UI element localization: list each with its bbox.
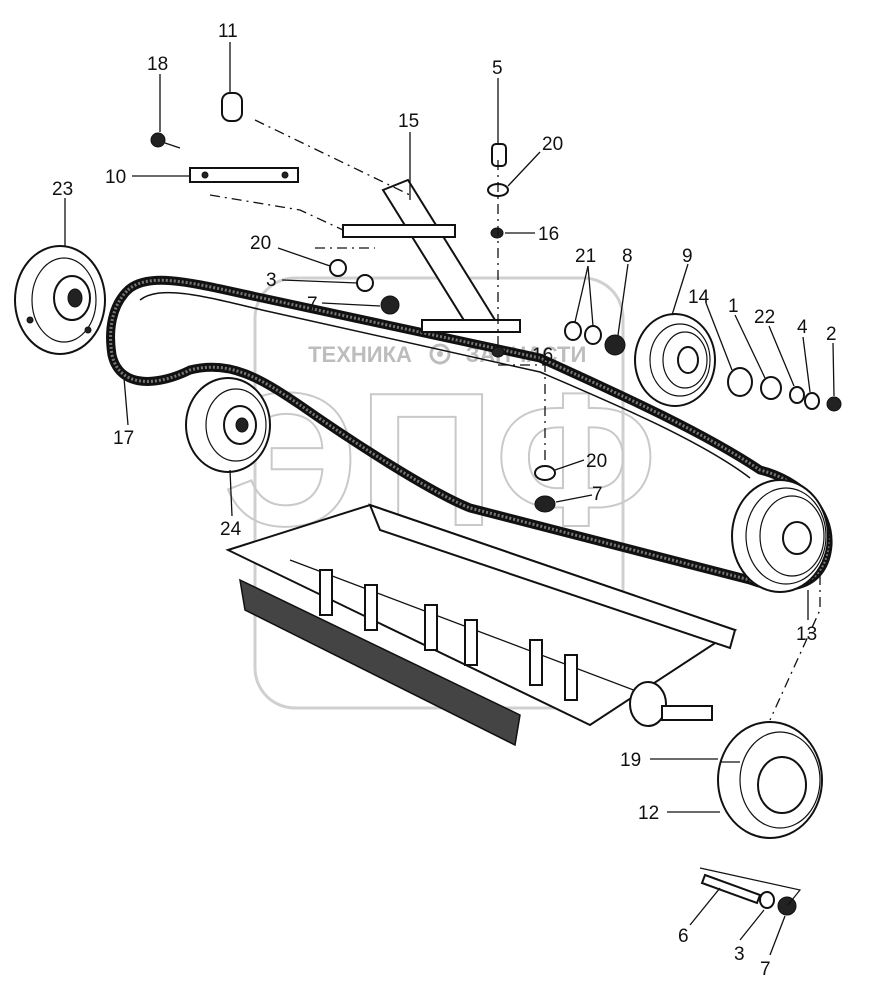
- callout-20-mid: 20: [586, 451, 607, 472]
- callout-14: 14: [688, 287, 710, 308]
- callout-12: 12: [638, 803, 659, 824]
- gear-icon: [429, 343, 451, 365]
- pulley-9: [634, 313, 716, 407]
- callout-22: 22: [754, 307, 775, 328]
- callout-19: 19: [620, 750, 641, 771]
- callout-16-top: 16: [538, 224, 559, 245]
- assembly-lines: [209, 119, 821, 721]
- callout-9: 9: [682, 246, 693, 267]
- leader-lines: [64, 42, 835, 956]
- callout-21: 21: [575, 246, 596, 267]
- callout-20-top: 20: [542, 134, 563, 155]
- callout-2: 2: [826, 324, 837, 345]
- callout-11: 11: [218, 21, 238, 42]
- flange-pulley-23: [14, 245, 106, 355]
- callout-17: 17: [113, 428, 134, 449]
- callout-20-left: 20: [250, 233, 271, 254]
- idler-pulley-24: [185, 377, 271, 473]
- callout-6: 6: [678, 926, 689, 947]
- callout-3-bottom: 3: [734, 944, 745, 965]
- pulley-12: [717, 721, 823, 839]
- watermark-caption-left: ТЕХНИКА: [308, 342, 412, 367]
- callout-18: 18: [147, 54, 168, 75]
- callout-5: 5: [492, 58, 503, 79]
- callout-24: 24: [220, 519, 242, 540]
- callout-15: 15: [398, 111, 419, 132]
- rotor-assembly: [225, 503, 738, 747]
- callouts: 11 18 10 23 15 5 20 16 20 3 7 21 8 9 14 …: [52, 21, 837, 980]
- callout-8: 8: [622, 246, 633, 267]
- callout-4: 4: [797, 317, 808, 338]
- rotor-knives: [319, 569, 578, 701]
- plate-10: [189, 167, 299, 183]
- bottom-hardware: [699, 867, 802, 916]
- bearing-set: [727, 367, 842, 412]
- callout-3-top: 3: [266, 270, 277, 291]
- bracket-15: [342, 178, 521, 333]
- callout-23: 23: [52, 179, 73, 200]
- drive-pulley-13: [731, 479, 829, 593]
- callout-7-mid: 7: [592, 484, 603, 505]
- callout-7-top: 7: [307, 294, 318, 315]
- callout-13: 13: [796, 624, 817, 645]
- callout-10: 10: [105, 167, 126, 188]
- callout-16-mid: 16: [532, 345, 553, 366]
- callout-7-bottom: 7: [760, 959, 771, 980]
- callout-1: 1: [728, 296, 739, 317]
